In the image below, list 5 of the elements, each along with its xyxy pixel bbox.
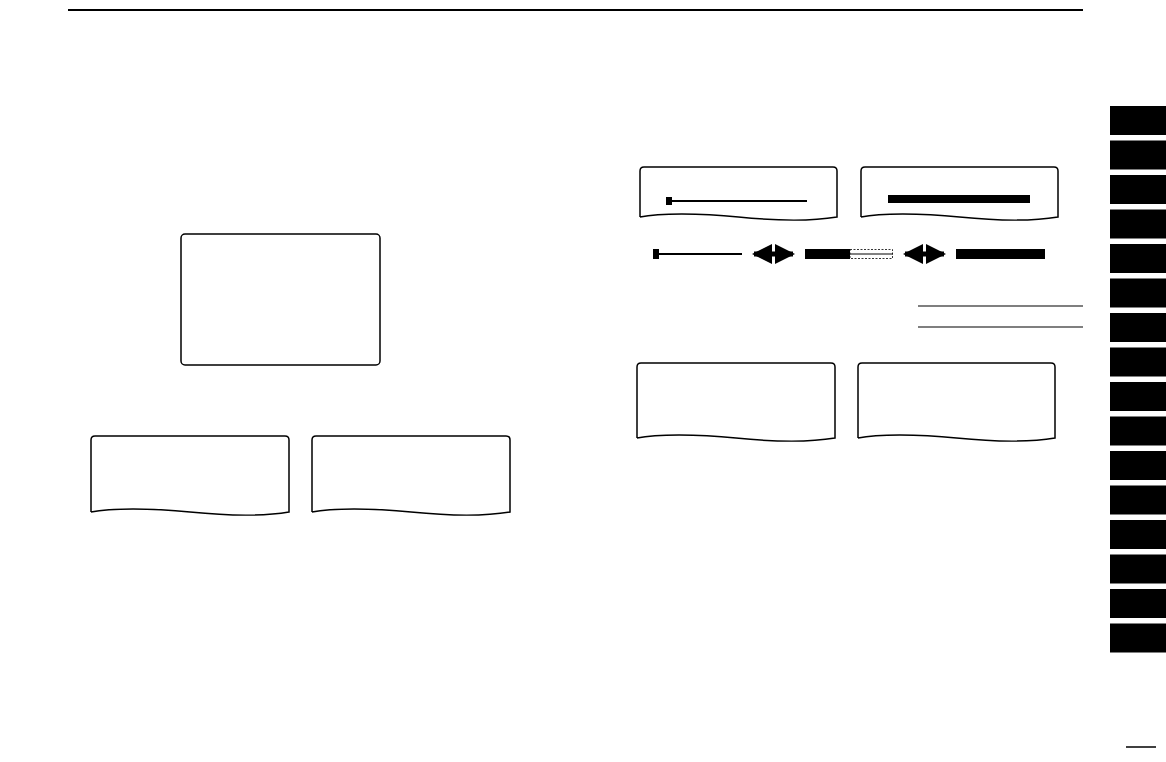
level-bar-icon [653, 249, 743, 259]
double-arrow [752, 244, 795, 264]
level-bar-icon [805, 249, 894, 259]
double-arrow [903, 244, 946, 264]
level-bar-icon [956, 249, 1045, 259]
